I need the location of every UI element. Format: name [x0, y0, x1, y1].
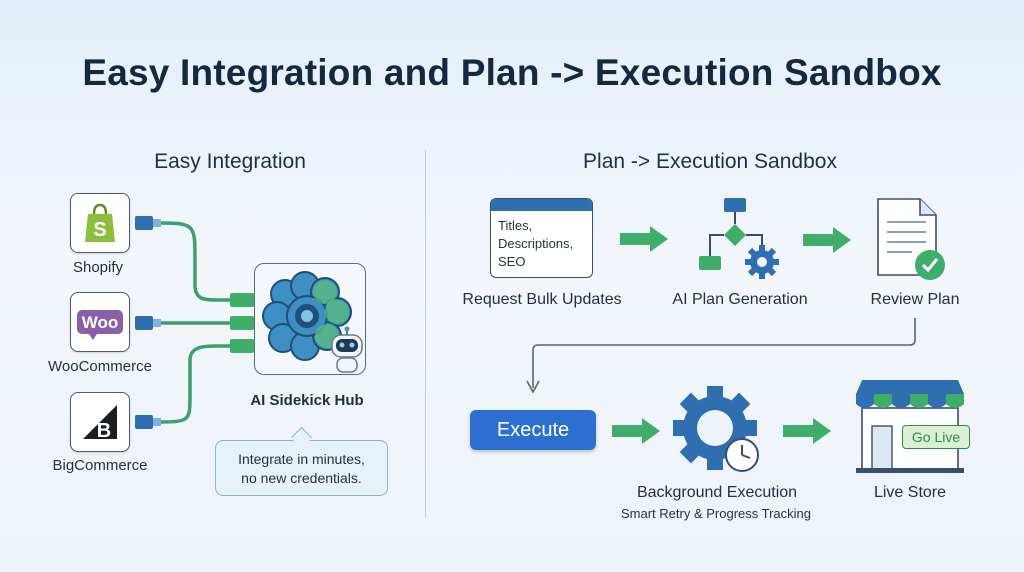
ai-sidekick-hub: [254, 263, 366, 375]
review-plan-label: Review Plan: [870, 291, 960, 308]
section-divider: [425, 150, 426, 518]
arrow-icon: [620, 226, 668, 252]
document-check-icon: [877, 198, 945, 280]
background-execution-sublabel: Smart Retry & Progress Tracking: [621, 506, 811, 521]
shopify-label: Shopify: [72, 259, 124, 276]
svg-text:S: S: [93, 219, 106, 241]
hub-label: AI Sidekick Hub: [250, 392, 364, 409]
gear-icon: [745, 245, 779, 279]
arrow-icon: [783, 418, 831, 444]
robot-icon: [331, 326, 363, 373]
callout-line-2: no new credentials.: [241, 470, 362, 486]
easy-integration-heading: Easy Integration: [154, 150, 306, 173]
svg-text:Woo: Woo: [82, 313, 119, 332]
page-title: Easy Integration and Plan -> Execution S…: [82, 52, 942, 93]
arrow-icon: [612, 418, 660, 444]
flowchart-icon: [699, 198, 763, 270]
integration-callout: Integrate in minutes, no new credentials…: [215, 440, 388, 496]
bigcommerce-icon: B: [70, 392, 130, 452]
svg-text:B: B: [97, 420, 111, 442]
brain-icon: [262, 271, 352, 361]
request-line-1: Titles,: [498, 218, 533, 233]
request-bulk-updates-label: Request Bulk Updates: [462, 291, 622, 308]
callout-line-1: Integrate in minutes,: [238, 451, 365, 467]
live-store-label: Live Store: [873, 484, 947, 501]
woocommerce-label: WooCommerce: [48, 358, 152, 375]
go-live-badge: Go Live: [902, 425, 970, 449]
request-line-2: Descriptions,: [498, 236, 574, 251]
bigcommerce-label: BigCommerce: [52, 457, 148, 474]
shopify-icon: S: [70, 193, 130, 253]
request-window-icon: Titles, Descriptions, SEO: [490, 198, 593, 278]
background-execution-label: Background Execution: [636, 484, 798, 501]
arrow-icon: [803, 227, 851, 253]
execute-button[interactable]: Execute: [470, 410, 596, 450]
clock-icon: [725, 438, 759, 472]
request-line-3: SEO: [498, 254, 526, 269]
usb-plug-icons: [135, 216, 254, 429]
woocommerce-icon: Woo: [70, 292, 130, 352]
sandbox-heading: Plan -> Execution Sandbox: [583, 150, 837, 173]
ai-plan-generation-label: AI Plan Generation: [672, 291, 808, 308]
